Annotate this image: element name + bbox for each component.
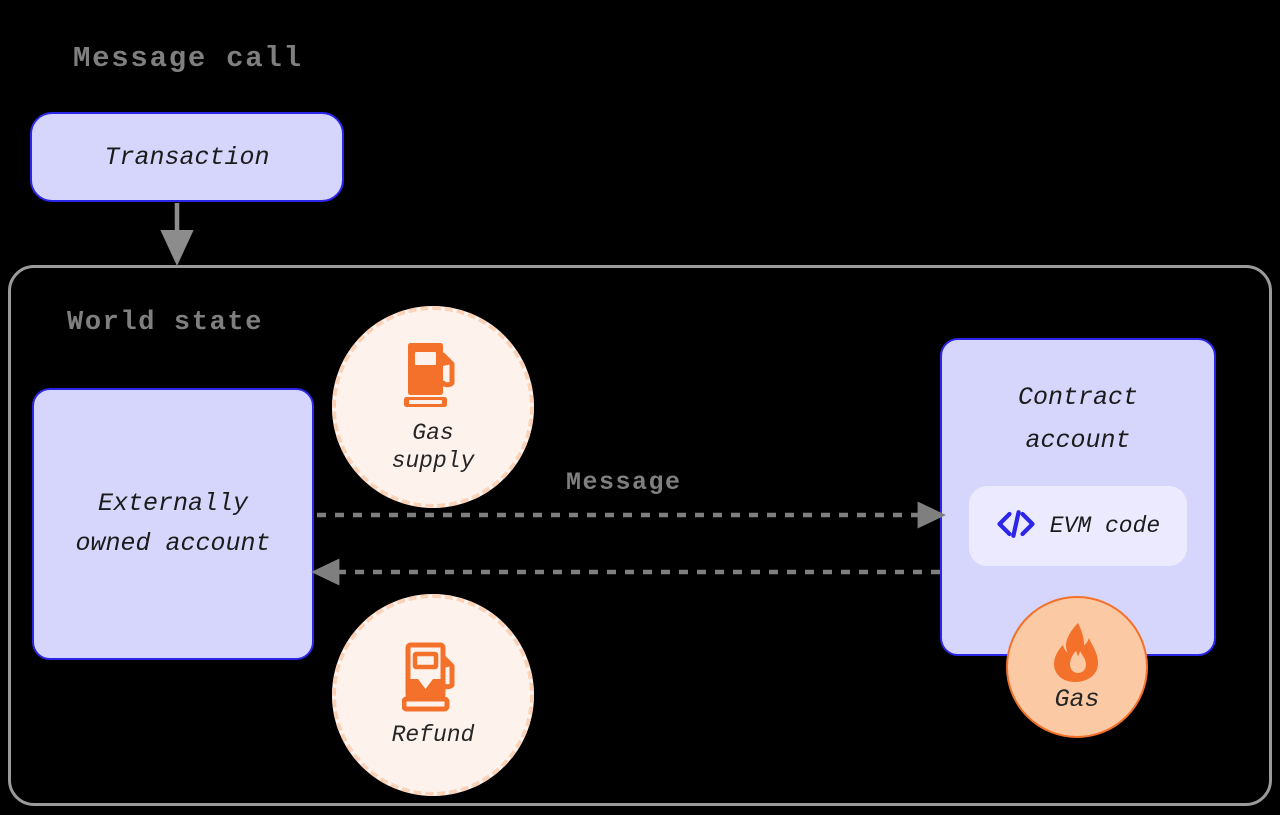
- badge-gas-flame[interactable]: Gas: [1006, 596, 1148, 738]
- badge-refund-line1: Refund: [391, 721, 475, 748]
- badge-gas-supply-caption: Gas supply: [392, 419, 475, 475]
- world-state-container: [8, 265, 1272, 806]
- code-brackets-icon: [996, 509, 1036, 544]
- badge-gas-supply-line2: supply: [391, 448, 475, 474]
- node-externally-owned-account[interactable]: Externally owned account: [32, 388, 314, 660]
- evm-code-label: EVM code: [1049, 513, 1161, 539]
- node-transaction[interactable]: Transaction: [30, 112, 344, 202]
- badge-gas-supply[interactable]: Gas supply: [332, 306, 534, 508]
- world-state-label: World state: [67, 308, 264, 338]
- node-contract-label-line1: Contract: [1017, 383, 1139, 412]
- node-eoa-label-line2: owned account: [75, 529, 271, 558]
- flame-icon: [1048, 621, 1106, 683]
- badge-refund-caption: Refund: [392, 721, 475, 749]
- badge-refund[interactable]: Refund: [332, 594, 534, 796]
- node-eoa-label-line1: Externally: [97, 488, 249, 518]
- evm-code-pill[interactable]: EVM code: [969, 486, 1187, 566]
- node-transaction-label: Transaction: [104, 142, 270, 172]
- badge-gas-flame-label: Gas: [1054, 684, 1100, 714]
- fuel-pump-partial-icon: [401, 641, 464, 713]
- edge-label-message: Message: [566, 468, 682, 497]
- dashed-ring: [332, 594, 534, 796]
- badge-gas-supply-line1: Gas: [412, 419, 454, 446]
- dashed-ring: [332, 306, 534, 508]
- page-title: Message call: [73, 42, 303, 75]
- fuel-pump-full-icon: [402, 339, 464, 411]
- node-contract-label-line2: account: [1025, 426, 1131, 455]
